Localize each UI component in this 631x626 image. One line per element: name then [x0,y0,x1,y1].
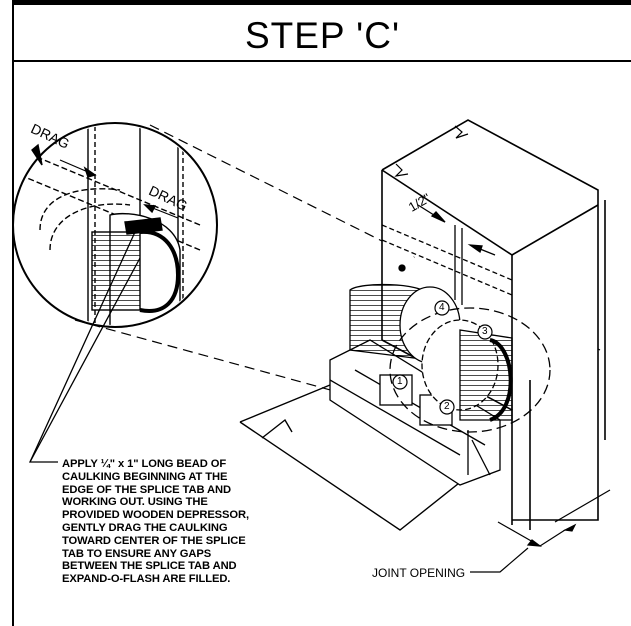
note-line: WORKING OUT. USING THE [62,496,208,509]
detail-circle-view [12,122,218,328]
instruction-note: APPLY ¼" x 1" LONG BEAD OF CAULKING BEGI… [62,458,322,586]
note-line: EXPAND-O-FLASH ARE FILLED. [62,573,231,586]
callout-1: 1 [397,376,403,387]
callout-4: 4 [439,302,445,313]
note-line: PROVIDED WOODEN DEPRESSOR, [62,509,249,522]
callout-circles [392,300,493,415]
callout-3: 3 [482,326,488,337]
left-border-rule [12,60,14,626]
note-line: TAB TO ENSURE ANY GAPS [62,547,212,560]
title-bar: STEP 'C' [12,0,631,62]
note-line: APPLY ¼" x 1" LONG BEAD OF [62,458,227,470]
leader-line [28,231,141,463]
step-title: STEP 'C' [244,15,401,56]
note-line: CAULKING BEGINNING AT THE [62,470,228,483]
dimension-lines [470,489,611,573]
joint-opening-label: JOINT OPENING [372,566,466,580]
callout-2: 2 [444,401,450,412]
note-line: EDGE OF THE SPLICE TAB AND [62,483,231,496]
note-line: BETWEEN THE SPLICE TAB AND [62,560,237,573]
note-line: TOWARD CENTER OF THE SPLICE [62,534,246,547]
note-line: GENTLY DRAG THE CAULKING [62,521,228,534]
